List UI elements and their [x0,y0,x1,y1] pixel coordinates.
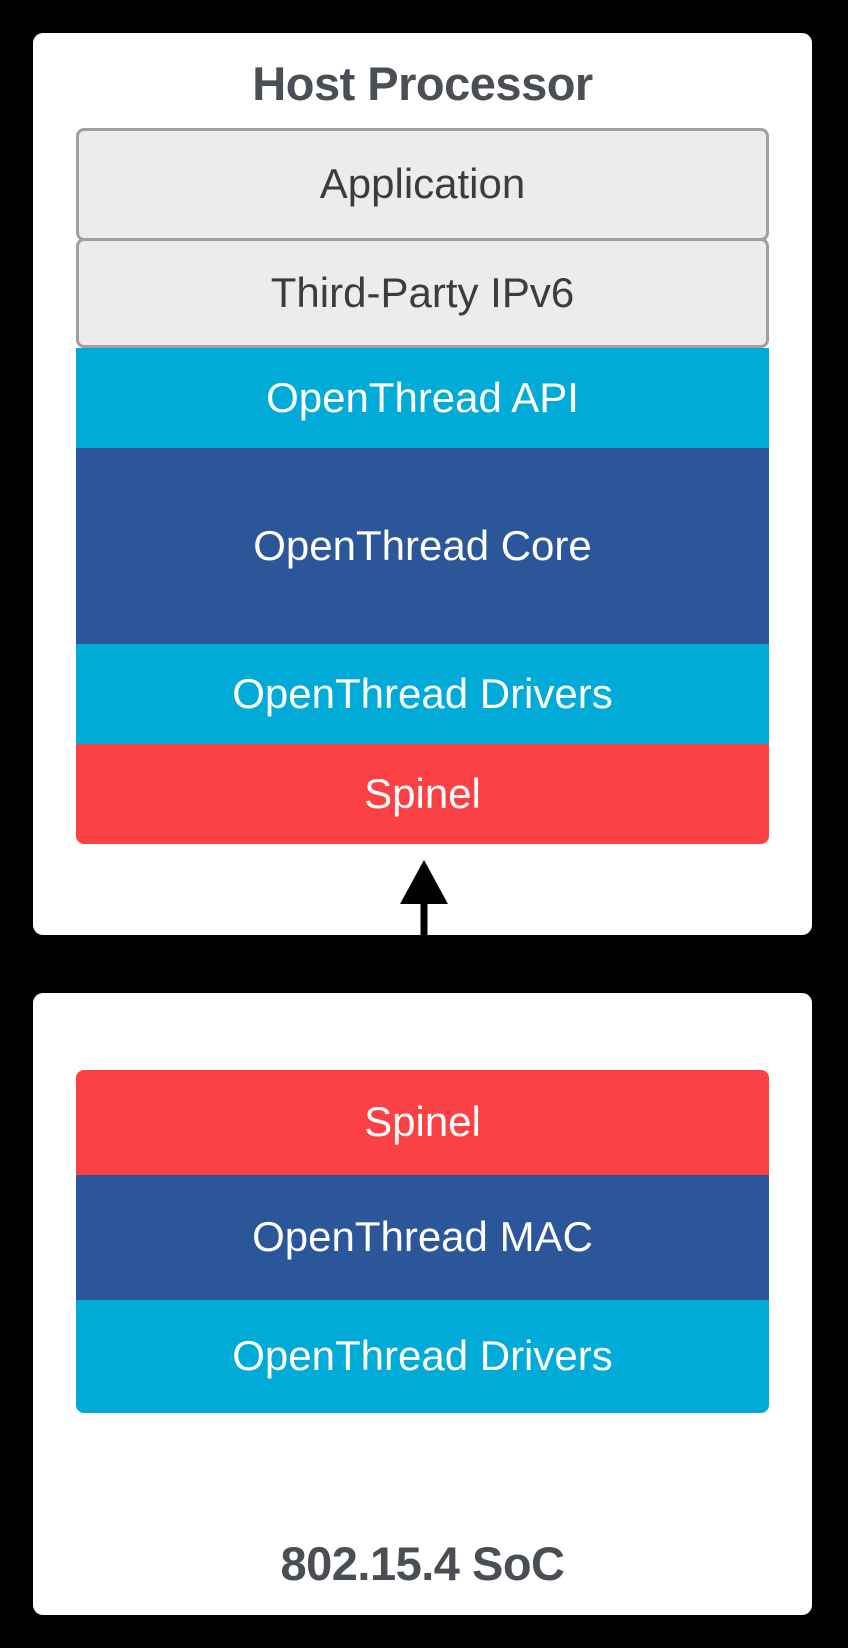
layer-openthread-core-label: OpenThread Core [253,521,592,569]
panel-host-processor: Host Processor Application Third-Party I… [33,33,812,935]
layer-openthread-drivers-host-label: OpenThread Drivers [232,669,613,717]
layer-spinel-soc: Spinel [76,1070,769,1175]
layer-third-party-ipv6-label: Third-Party IPv6 [270,268,575,316]
layer-application-label: Application [319,160,526,208]
panel-802-15-4-soc: Spinel OpenThread MAC OpenThread Drivers… [33,993,812,1615]
layer-openthread-drivers-host: OpenThread Drivers [76,644,769,744]
layer-openthread-core: OpenThread Core [76,448,769,644]
layer-spinel-host-label: Spinel [364,769,481,817]
panel-title-host-processor: Host Processor [252,57,593,110]
layer-openthread-api: OpenThread API [76,348,769,448]
layer-third-party-ipv6: Third-Party IPv6 [76,238,769,348]
layer-openthread-drivers-soc: OpenThread Drivers [76,1300,769,1413]
layer-openthread-mac: OpenThread MAC [76,1175,769,1300]
layer-stack-soc: Spinel OpenThread MAC OpenThread Drivers [76,1070,769,1413]
layer-spinel-soc-label: Spinel [364,1098,481,1146]
layer-application: Application [76,128,769,241]
layer-stack-host-processor: Application Third-Party IPv6 OpenThread … [76,128,769,844]
panel-title-802-15-4-soc: 802.15.4 SoC [280,1537,565,1590]
layer-spinel-host: Spinel [76,744,769,844]
layer-openthread-mac-label: OpenThread MAC [252,1213,593,1261]
layer-openthread-drivers-soc-label: OpenThread Drivers [232,1332,613,1380]
layer-openthread-api-label: OpenThread API [266,373,579,421]
